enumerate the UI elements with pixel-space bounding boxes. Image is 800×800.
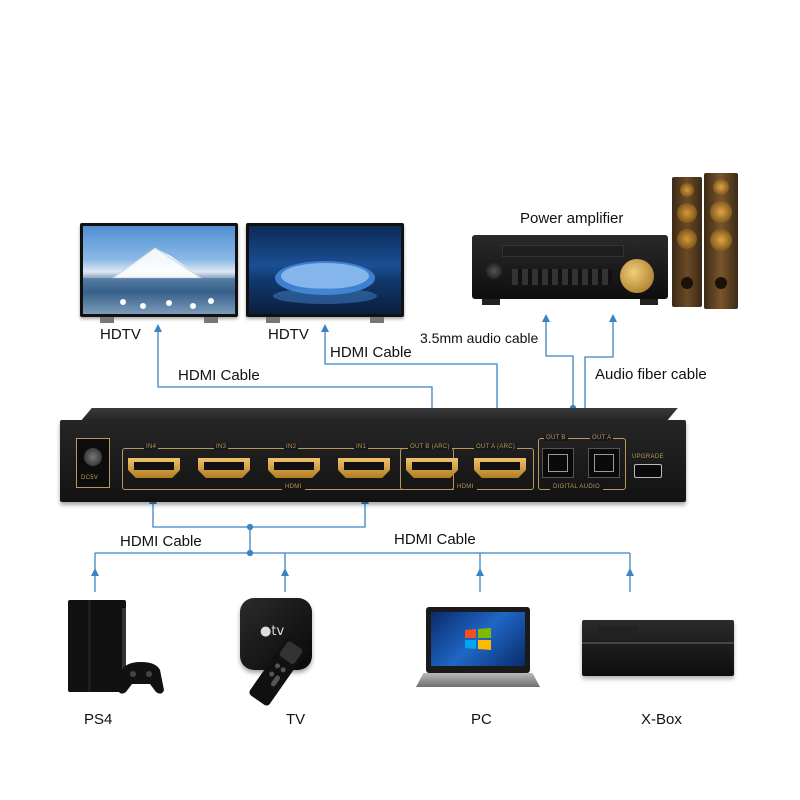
hdmi-cable-in-left-label: HDMI Cable bbox=[120, 533, 202, 550]
opera-house-image bbox=[249, 226, 401, 314]
xbox-label: X-Box bbox=[641, 711, 682, 728]
hdmi-cable-in-right-label: HDMI Cable bbox=[394, 531, 476, 548]
power-amplifier-device bbox=[472, 235, 668, 305]
hdtv-left-device bbox=[80, 223, 238, 323]
in3-label: IN3 bbox=[214, 444, 229, 450]
arrow-outa-to-hdtv-right bbox=[321, 324, 498, 440]
out-group-label: HDMI bbox=[454, 484, 477, 490]
hdmi-in3-port[interactable] bbox=[198, 458, 250, 478]
out-a-label: OUT A (ARC) bbox=[474, 444, 518, 450]
xbox-device bbox=[582, 620, 736, 680]
audio-out-a-label: OUT A bbox=[590, 435, 614, 441]
ps4-label: PS4 bbox=[84, 711, 113, 728]
in2-label: IN2 bbox=[284, 444, 299, 450]
mountain-lake-image bbox=[83, 226, 235, 314]
speaker-left bbox=[672, 177, 702, 307]
audio-out-b-label: OUT B bbox=[544, 435, 568, 441]
hdtv-right-label: HDTV bbox=[268, 326, 309, 343]
digital-audio-label: DIGITAL AUDIO bbox=[550, 484, 603, 490]
arrow-35mm-to-amp bbox=[542, 314, 574, 408]
in4-label: IN4 bbox=[144, 444, 159, 450]
arrow-fiber-to-amp bbox=[584, 314, 617, 430]
hdmi-in1-port[interactable] bbox=[338, 458, 390, 478]
pc-label: PC bbox=[471, 711, 492, 728]
in1-label: IN1 bbox=[354, 444, 369, 450]
hdmi-switch-device: DC5V HDMI IN4 IN3 IN2 IN1 HDMI OUT B (AR… bbox=[60, 408, 686, 504]
dc-power-port: DC5V bbox=[76, 438, 110, 488]
upgrade-label: UPGRADE bbox=[632, 454, 664, 460]
tv-label: TV bbox=[286, 711, 306, 728]
hdtv-right-device bbox=[246, 223, 404, 323]
in-group-label: HDMI bbox=[282, 484, 305, 490]
arrow-bus-to-in1 bbox=[250, 496, 369, 528]
hdmi-cable-out-a-label: HDMI Cable bbox=[330, 344, 412, 361]
ps4-device bbox=[66, 600, 166, 696]
optical-out-a-port[interactable] bbox=[588, 448, 620, 478]
apple-tv-logo: ●tv bbox=[260, 624, 285, 639]
hdmi-cable-out-b-label: HDMI Cable bbox=[178, 367, 260, 384]
hdtv-left-label: HDTV bbox=[100, 326, 141, 343]
power-amplifier-label: Power amplifier bbox=[520, 210, 624, 227]
hdmi-out-a-port[interactable] bbox=[474, 458, 526, 478]
hdmi-in4-port[interactable] bbox=[128, 458, 180, 478]
upgrade-usb-port[interactable] bbox=[634, 464, 662, 478]
controller-icon bbox=[118, 662, 164, 694]
hdmi-out-b-port[interactable] bbox=[406, 458, 458, 478]
hdmi-in2-port[interactable] bbox=[268, 458, 320, 478]
windows-logo-icon bbox=[465, 628, 491, 650]
arrow-bus-to-in4 bbox=[149, 496, 251, 553]
laptop-device bbox=[416, 607, 540, 691]
audio-35mm-cable-label: 3.5mm audio cable bbox=[420, 330, 539, 346]
optical-out-b-port[interactable] bbox=[542, 448, 574, 478]
out-b-label: OUT B (ARC) bbox=[408, 444, 452, 450]
audio-fiber-cable-label: Audio fiber cable bbox=[595, 366, 707, 383]
speaker-right bbox=[704, 173, 738, 309]
apple-tv-device: ●tv bbox=[238, 596, 350, 708]
dc-label: DC5V bbox=[81, 475, 99, 481]
